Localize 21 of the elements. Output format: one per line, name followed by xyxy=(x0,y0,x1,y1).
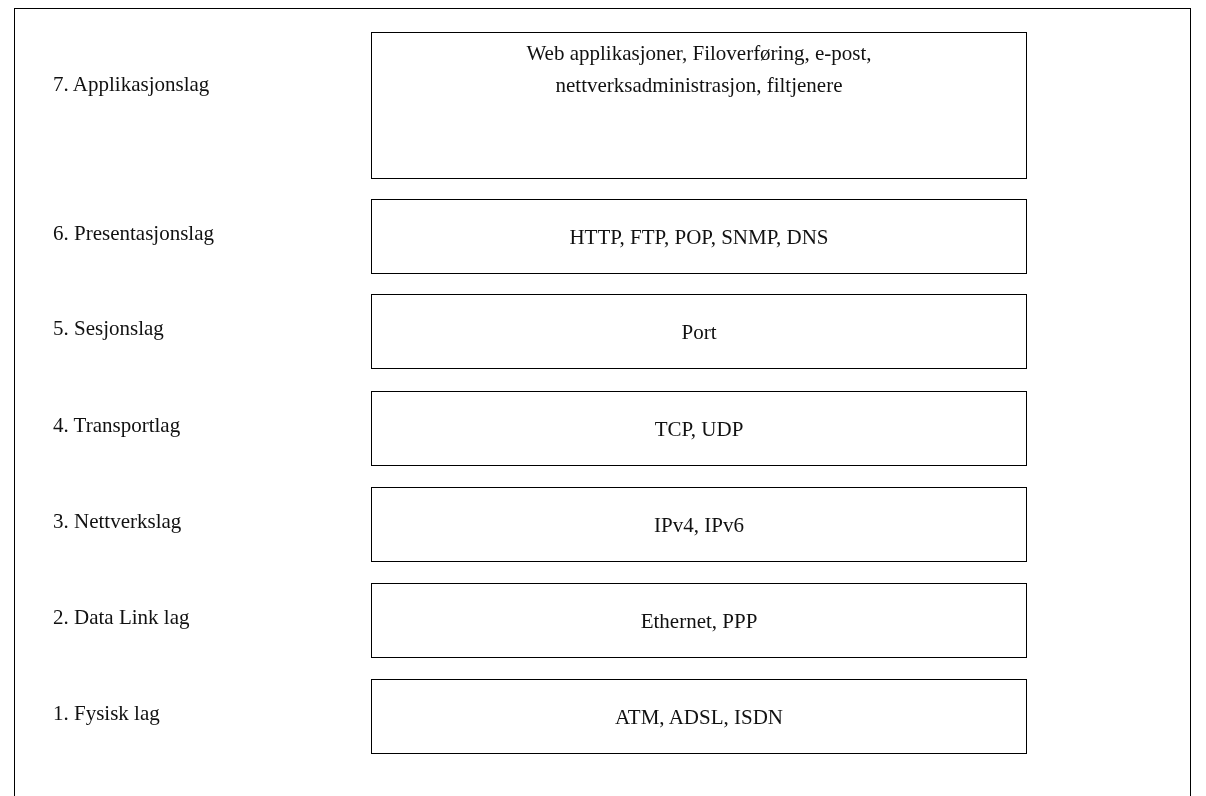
layer-name: 7. Applikasjonslag xyxy=(53,71,210,98)
layer-name: 6. Presentasjonslag xyxy=(53,220,214,247)
layer-box xyxy=(371,391,1027,466)
protocol-list: ATM, ADSL, ISDN xyxy=(615,700,783,733)
layer-name: 4. Transportlag xyxy=(53,412,181,439)
layer-box xyxy=(371,487,1027,562)
layer-box xyxy=(371,679,1027,754)
protocol-list: Ethernet, PPP xyxy=(640,604,758,637)
layer-name: 5. Sesjonslag xyxy=(53,315,164,342)
protocol-list: TCP, UDP xyxy=(654,412,744,445)
protocol-list: IPv4, IPv6 xyxy=(654,508,744,541)
layer-box xyxy=(371,583,1027,658)
protocol-list: Port xyxy=(681,315,717,348)
layer-name: 2. Data Link lag xyxy=(53,604,190,631)
protocol-list: HTTP, FTP, POP, SNMP, DNS xyxy=(569,220,829,253)
layer-name: 1. Fysisk lag xyxy=(53,700,160,727)
layer-box xyxy=(371,32,1027,179)
layer-name: 3. Nettverkslag xyxy=(53,508,182,535)
protocol-list: Web applikasjoner, Filoverføring, e-post, nettverksadministrasjon, filtjenere xyxy=(482,37,916,101)
layer-box xyxy=(371,199,1027,274)
layer-box xyxy=(371,294,1027,369)
